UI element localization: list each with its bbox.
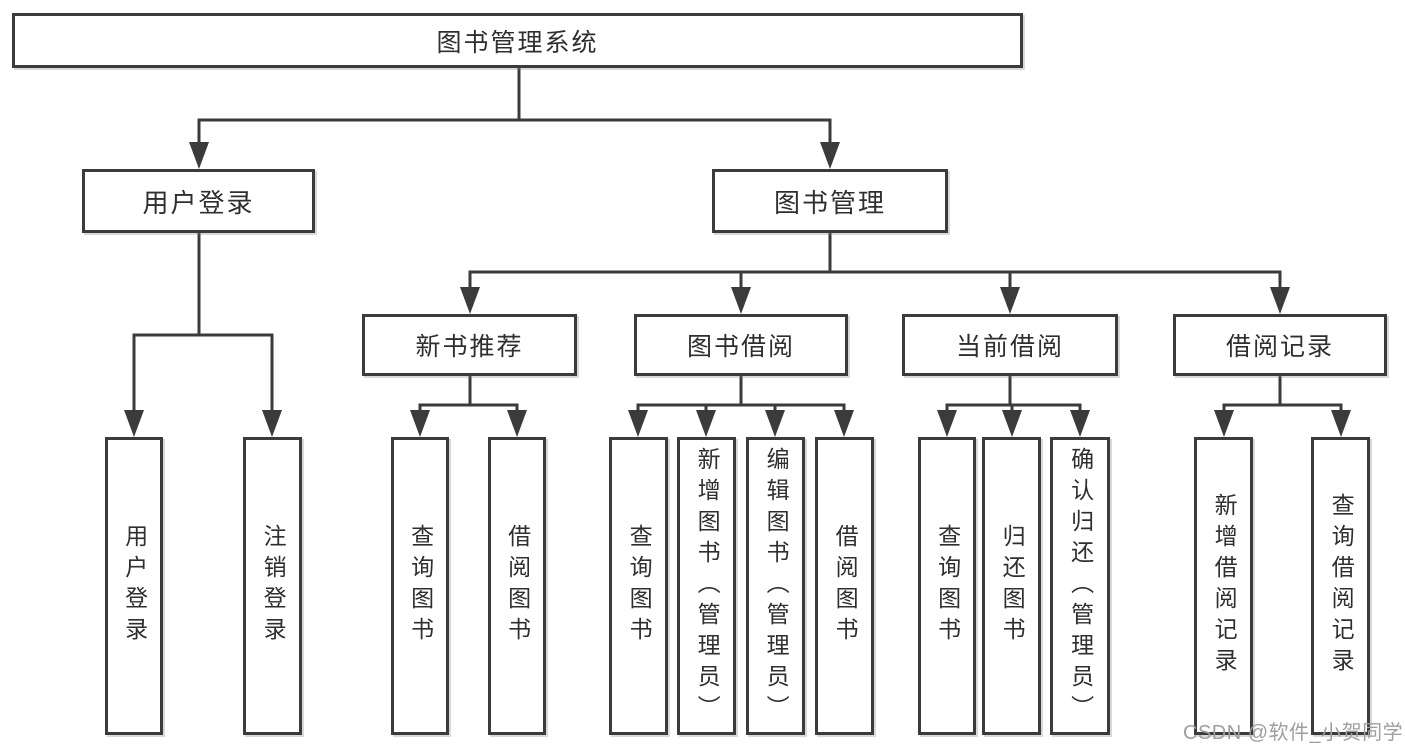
connector-root-to-level1 (189, 64, 840, 169)
node-user-login: 用户登录 (82, 169, 315, 233)
node-current-borrowing: 当前借阅 (902, 314, 1118, 376)
leaf-logout: 注销登录 (243, 437, 302, 735)
node-new-book-recommendation: 新书推荐 (362, 314, 577, 376)
node-book-management: 图书管理 (712, 169, 948, 233)
leaf-query-books: 查询图书 (391, 437, 449, 735)
node-borrowing-records: 借阅记录 (1173, 314, 1387, 376)
connector-book-borrowing-to-leaves (628, 374, 854, 437)
leaf-borrow-books: 借阅图书 (488, 437, 546, 735)
leaf-borrow-books: 借阅图书 (815, 437, 874, 735)
connector-borrowing-records-to-leaves (1214, 374, 1351, 437)
leaf-add-borrow-record: 新增借阅记录 (1194, 437, 1253, 735)
leaf-confirm-return-admin: 确认归还（管理员） (1050, 437, 1110, 735)
csdn-watermark: CSDN @软件_小贺同学 (1183, 722, 1404, 744)
connector-user-login-to-leaves (124, 231, 282, 437)
leaf-return-books: 归还图书 (982, 437, 1041, 735)
connector-book-management-to-level2 (460, 231, 1290, 314)
connector-new-book-recommendation-to-leaves (410, 374, 527, 437)
leaf-query-books: 查询图书 (918, 437, 976, 735)
leaf-query-books: 查询图书 (609, 437, 668, 735)
leaf-query-borrow-record: 查询借阅记录 (1311, 437, 1370, 735)
node-library-management-system: 图书管理系统 (12, 13, 1023, 68)
connector-current-borrowing-to-leaves (937, 374, 1090, 437)
node-book-borrowing: 图书借阅 (634, 314, 848, 376)
leaf-edit-books-admin: 编辑图书（管理员） (746, 437, 805, 735)
leaf-add-books-admin: 新增图书（管理员） (677, 437, 736, 735)
leaf-user-login: 用户登录 (105, 437, 163, 735)
